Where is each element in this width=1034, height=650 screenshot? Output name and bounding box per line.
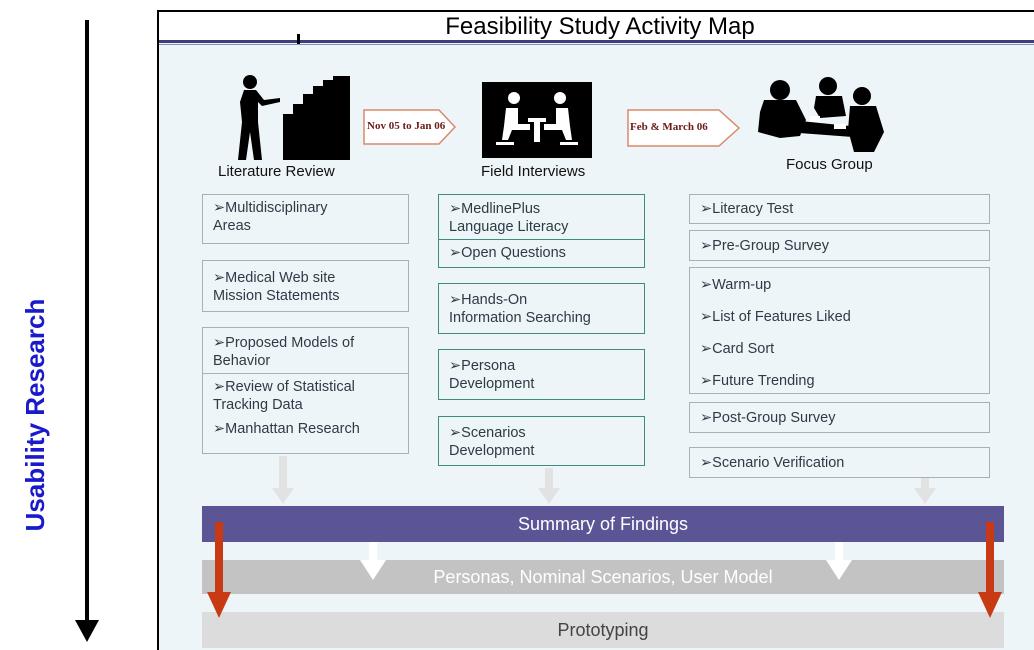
box-line: ➢Post-Group Survey — [700, 410, 836, 426]
literature-box: ➢Proposed Models of Behavior — [202, 327, 409, 374]
down-arrow-interviews — [538, 468, 560, 504]
box-line: ➢Review of Statistical — [213, 379, 355, 395]
down-arrow-literature — [272, 456, 294, 504]
stage-label-interviews: Field Interviews — [481, 163, 586, 180]
box-line: ➢Card Sort — [700, 341, 775, 357]
transition-arrow-1 — [363, 109, 457, 145]
presenter-stairs-icon — [238, 75, 350, 160]
red-arrow-left — [207, 522, 231, 618]
box-line: Development — [449, 376, 535, 392]
box-line: ➢Literacy Test — [700, 201, 794, 217]
page-title: Feasibility Study Activity Map — [445, 13, 755, 40]
box-line: ➢Manhattan Research — [213, 421, 360, 437]
box-line: ➢Warm-up — [700, 277, 772, 293]
transition-label-1: Nov 05 to Jan 06 — [367, 120, 446, 132]
white-arrow-left — [360, 542, 386, 580]
focus-box: ➢Warm-up ➢List of Features Liked ➢Card S… — [689, 267, 990, 394]
box-line: ➢Multidisciplinary — [213, 200, 328, 216]
transition-label-2: Feb & March 06 — [630, 121, 708, 133]
side-arrow-shaft — [85, 20, 89, 624]
stage-label-literature: Literature Review — [218, 163, 335, 180]
title-bar — [159, 12, 1034, 42]
box-line: Behavior — [213, 353, 271, 369]
box-line: Information Searching — [449, 310, 591, 326]
meeting-group-icon — [758, 77, 884, 152]
interview-pictogram-icon — [482, 82, 592, 158]
box-line: ➢Medical Web site — [213, 270, 336, 286]
box-line: Tracking Data — [213, 397, 303, 413]
focus-box: ➢Post-Group Survey — [689, 402, 990, 433]
box-line: ➢MedlinePlus — [449, 201, 541, 217]
box-line: Language Literacy — [449, 219, 569, 235]
focus-box: ➢Scenario Verification — [689, 447, 990, 478]
focus-box: ➢Pre-Group Survey — [689, 230, 990, 261]
box-line: ➢Scenarios — [449, 425, 526, 441]
box-line: ➢Hands-On — [449, 292, 528, 308]
title-rule-thin — [159, 44, 1034, 45]
focus-box: ➢Literacy Test — [689, 194, 990, 224]
interview-box: ➢Scenarios Development — [438, 416, 645, 466]
literature-box: ➢Review of Statistical Tracking Data ➢Ma… — [202, 373, 409, 454]
interview-box: ➢MedlinePlus Language Literacy — [438, 194, 645, 242]
box-line: ➢List of Features Liked — [700, 309, 851, 325]
box-line: Mission Statements — [213, 288, 340, 304]
interview-box: ➢Hands-On Information Searching — [438, 283, 645, 334]
literature-box: ➢Multidisciplinary Areas — [202, 194, 409, 244]
red-arrow-right — [978, 522, 1002, 618]
literature-box: ➢Medical Web site Mission Statements — [202, 260, 409, 312]
box-line: ➢Pre-Group Survey — [700, 238, 829, 254]
prototyping-bar: Prototyping — [202, 612, 1004, 648]
box-line: ➢Open Questions — [449, 245, 566, 261]
box-line: Development — [449, 443, 535, 459]
stage-label-focus: Focus Group — [786, 156, 873, 173]
personas-bar: Personas, Nominal Scenarios, User Model — [202, 560, 1004, 594]
box-line: ➢Scenario Verification — [700, 455, 845, 471]
box-line: Areas — [213, 218, 251, 234]
summary-of-findings-bar: Summary of Findings — [202, 506, 1004, 542]
down-arrow-focus — [914, 478, 936, 504]
box-line: ➢Persona — [449, 358, 516, 374]
box-line: ➢Future Trending — [700, 373, 815, 389]
side-label: Usability Research — [20, 298, 50, 532]
title-rule — [159, 40, 1034, 43]
transition-arrow-2 — [627, 109, 741, 147]
title-tick-mark — [297, 34, 300, 44]
white-arrow-right — [826, 542, 852, 580]
side-arrow-head — [75, 620, 99, 642]
interview-box: ➢Open Questions — [438, 239, 645, 268]
box-line: ➢Proposed Models of — [213, 335, 355, 351]
interview-box: ➢Persona Development — [438, 349, 645, 400]
